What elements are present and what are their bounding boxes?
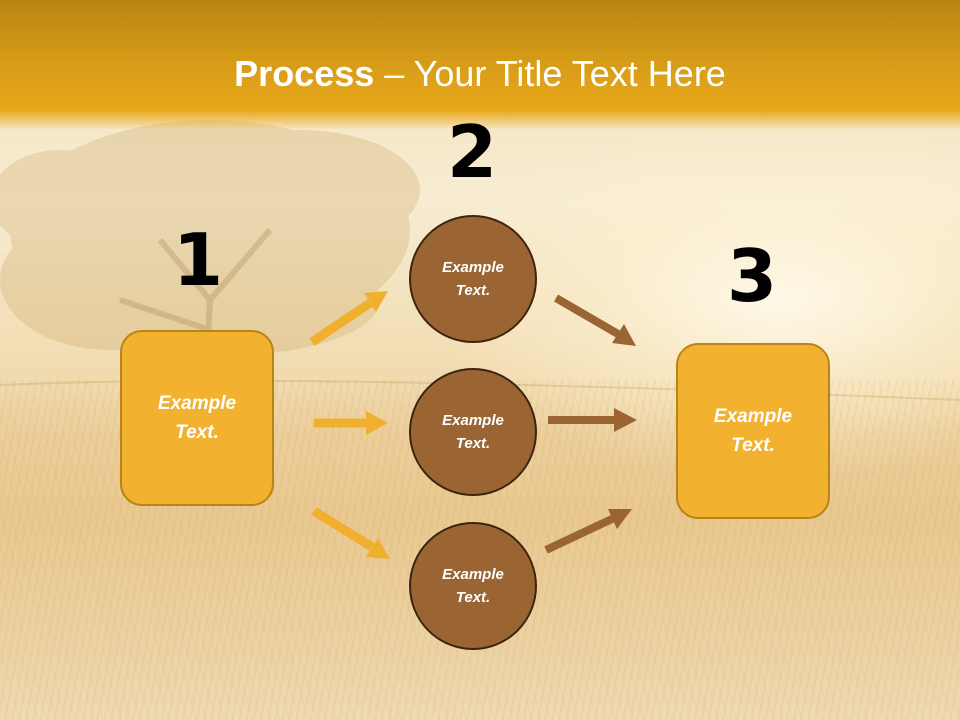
title-bold: Process [234, 53, 375, 94]
title-rest: – Your Title Text Here [374, 53, 726, 94]
step-3-text: Example Text. [713, 406, 793, 456]
arrow-middle-to-3 [548, 408, 637, 432]
step-number-2: 2 [446, 110, 498, 194]
step-2-circle-middle-text: Example Text. [442, 412, 504, 452]
arrow-1-to-top [309, 291, 388, 346]
step-3-box: Example Text. [676, 343, 830, 519]
arrow-bottom-to-3 [544, 509, 632, 554]
step-1-box: Example Text. [120, 330, 274, 506]
slide-title: Process – Your Title Text Here [0, 52, 960, 96]
arrow-1-to-middle [314, 411, 388, 435]
step-2-circle-bottom: Example Text. [409, 522, 537, 650]
step-2-circle-bottom-text: Example Text. [442, 566, 504, 606]
step-number-3: 3 [726, 234, 778, 318]
title-bar [0, 0, 960, 130]
step-2-circle-top: Example Text. [409, 215, 537, 343]
step-2-circle-top-text: Example Text. [442, 259, 504, 299]
arrow-top-to-3 [553, 294, 636, 346]
step-number-1: 1 [172, 218, 224, 302]
step-1-text: Example Text. [157, 393, 237, 443]
arrow-1-to-bottom [311, 507, 390, 559]
step-2-circle-middle: Example Text. [409, 368, 537, 496]
